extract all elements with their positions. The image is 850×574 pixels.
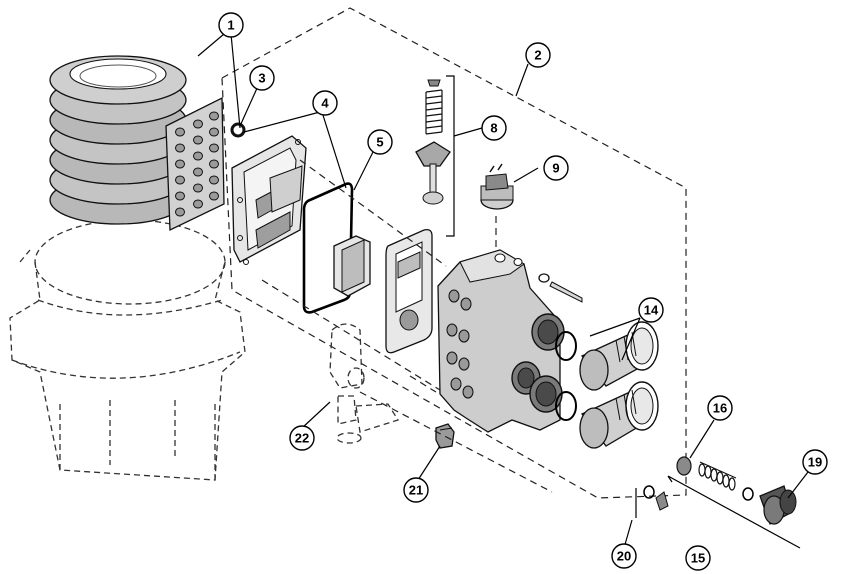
callout-16-label: 16 [713, 401, 727, 416]
callout-1-label: 1 [227, 18, 234, 33]
callout-16: 16 [707, 395, 733, 421]
pressure-switch [480, 163, 514, 210]
callout-4: 4 [312, 90, 338, 116]
bypass-flapper [333, 235, 371, 297]
bypass-cap-assembly [676, 456, 797, 525]
assembly-boundary [221, 7, 687, 499]
callout-19-label: 19 [808, 455, 822, 470]
callout-5: 5 [367, 129, 393, 155]
clip-and-o-ring [643, 485, 669, 511]
callout-14: 14 [638, 297, 664, 323]
callout-2-label: 2 [534, 48, 541, 63]
callout-3: 3 [249, 65, 275, 91]
part-15-bracket [667, 475, 801, 549]
ghost-heater-body [9, 219, 246, 481]
gasket-loop [302, 182, 354, 314]
leader-lines [197, 33, 809, 549]
callout-21-label: 21 [409, 483, 423, 498]
manifold-gasket [385, 228, 433, 354]
o-ring-small [230, 122, 246, 138]
inlet-outlet-header [231, 135, 307, 265]
callout-8-label: 8 [490, 121, 497, 136]
callout-20: 20 [611, 543, 637, 569]
callout-15-label: 15 [691, 551, 705, 566]
callout-15: 15 [685, 545, 711, 571]
union-adapters [555, 321, 659, 449]
callout-4-label: 4 [321, 96, 329, 111]
callout-1: 1 [218, 12, 244, 38]
callout-9: 9 [543, 155, 569, 181]
drain-plug [435, 423, 455, 449]
callout-22: 22 [289, 425, 315, 451]
callout-22-label: 22 [295, 431, 309, 446]
callout-14-label: 14 [644, 303, 659, 318]
callout-5-label: 5 [376, 135, 383, 150]
part-8-bracket [446, 75, 455, 237]
callout-21: 21 [403, 477, 429, 503]
callout-19: 19 [802, 449, 828, 475]
callout-2: 2 [525, 42, 551, 68]
heat-exchanger-coils [49, 55, 225, 232]
manifold-body [437, 249, 565, 433]
callout-9-label: 9 [552, 161, 559, 176]
relief-valve-assembly [415, 79, 451, 205]
callout-8: 8 [481, 115, 507, 141]
assembly-guide-lines [261, 159, 553, 493]
callout-20-label: 20 [617, 549, 631, 564]
bolt-and-washer [513, 258, 583, 303]
callout-3-label: 3 [258, 71, 265, 86]
